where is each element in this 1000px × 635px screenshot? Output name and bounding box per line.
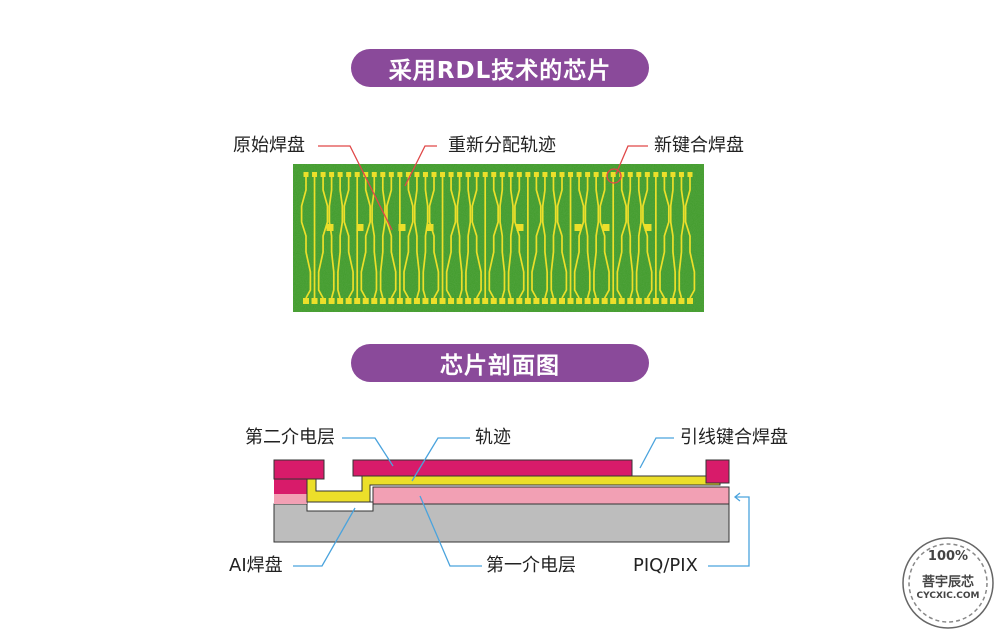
trace-line <box>343 177 354 299</box>
redistribution-trace-label: 重新分配轨迹 <box>448 135 556 156</box>
chip-rdl-title: 采用RDL技术的芯片 <box>351 49 649 87</box>
chip-leaders <box>318 145 648 231</box>
trace-line <box>678 177 685 299</box>
trace-line <box>550 177 557 299</box>
trace-label: 轨迹 <box>475 427 511 448</box>
trace-line <box>556 177 568 299</box>
section-leaders <box>293 437 750 567</box>
trace-line <box>499 177 506 299</box>
second-dielectric-left-top <box>273 459 325 480</box>
lead-bond-pad-label: 引线键合焊盘 <box>680 427 788 448</box>
new-bond-pad-label: 新键合焊盘 <box>654 135 744 156</box>
bond-pad <box>398 224 406 231</box>
trace-line <box>360 177 371 299</box>
watermark: 100% 菩宇辰芯 CYCXIC.COM <box>900 535 996 631</box>
trace-line <box>428 177 440 299</box>
trace-line <box>488 177 499 299</box>
first-dielectric <box>372 486 730 505</box>
trace-line <box>514 177 525 299</box>
trace-line <box>659 177 670 299</box>
trace-line <box>627 177 634 299</box>
trace-line <box>541 177 548 299</box>
trace-line <box>300 177 312 299</box>
redistribution-traces <box>300 172 696 304</box>
lead-bond-pad <box>705 459 730 484</box>
bond-pad <box>574 224 582 231</box>
al-pad <box>306 501 374 512</box>
trace-line <box>456 177 463 299</box>
al-pad-label: AI焊盘 <box>229 555 283 576</box>
trace-line <box>669 177 676 299</box>
trace-line <box>379 177 386 299</box>
trace-line <box>413 177 420 299</box>
bond-pad <box>426 224 434 231</box>
trace-line <box>684 177 696 299</box>
watermark-percent: 100% <box>927 549 969 564</box>
first-dielectric-left <box>274 494 307 504</box>
chip-board <box>293 164 704 312</box>
trace-line <box>317 177 329 299</box>
second-dielectric <box>352 459 633 477</box>
trace-line <box>635 177 642 299</box>
cross-section-title: 芯片剖面图 <box>351 344 649 382</box>
trace-line <box>445 177 457 299</box>
trace-line <box>337 177 344 299</box>
trace-line <box>573 177 585 299</box>
original-pad-label: 原始焊盘 <box>233 135 305 156</box>
cross-section <box>273 459 730 543</box>
trace-line <box>386 177 397 299</box>
trace-line <box>403 177 414 299</box>
trace-line <box>584 177 591 299</box>
trace-line <box>593 177 600 299</box>
trace-line <box>328 177 335 299</box>
trace-line <box>371 177 378 299</box>
trace-line <box>599 177 610 299</box>
trace-line <box>616 177 627 299</box>
first-dielectric-label: 第一介电层 <box>486 555 576 576</box>
trace-line <box>642 177 653 299</box>
trace-line <box>471 177 482 299</box>
trace-line <box>422 177 429 299</box>
bond-pad <box>326 224 334 231</box>
trace-line <box>465 177 472 299</box>
bond-pad <box>644 224 652 231</box>
bond-pad <box>602 224 610 231</box>
watermark-seal <box>902 537 994 629</box>
second-dielectric-label: 第二介电层 <box>245 427 335 448</box>
watermark-name: 菩宇辰芯 <box>921 575 974 590</box>
trace-line <box>531 177 542 299</box>
bond-pad <box>356 224 364 231</box>
second-dielectric-left <box>274 479 307 494</box>
trace-line <box>507 177 514 299</box>
watermark-site: CYCXIC.COM <box>916 591 980 601</box>
piq-pix-label: PIQ/PIX <box>633 555 698 576</box>
bond-pad <box>516 224 524 231</box>
